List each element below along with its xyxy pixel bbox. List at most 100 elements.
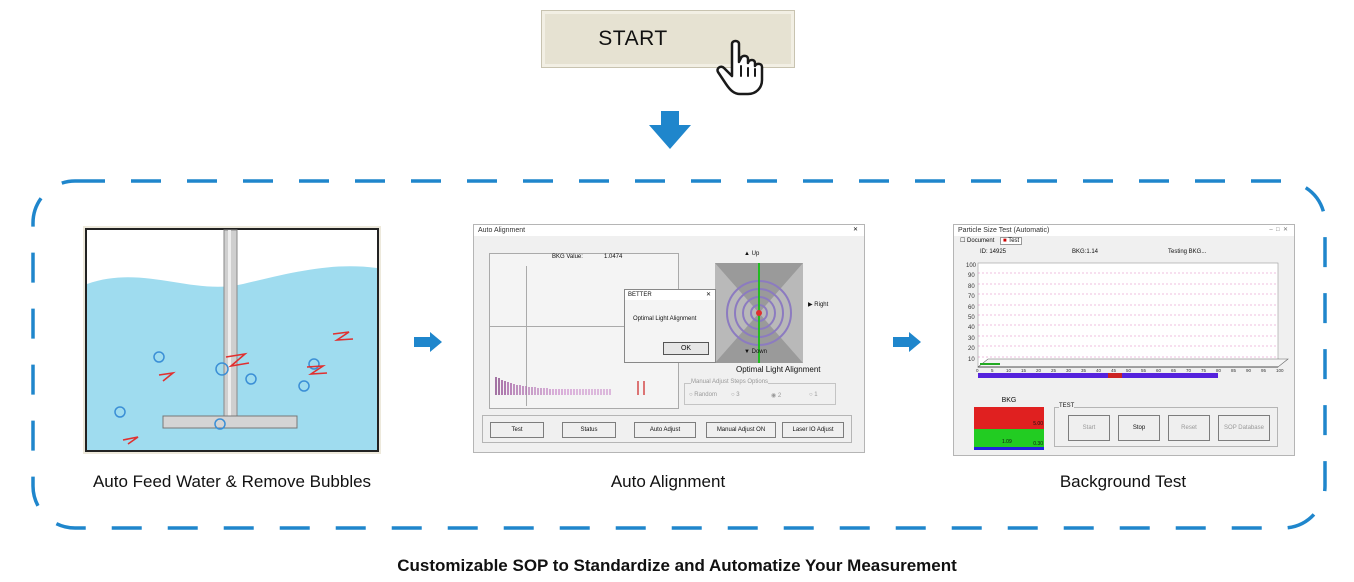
x-tick: 100 — [1276, 368, 1284, 373]
bkg-lower: 0.30 — [1033, 441, 1043, 447]
start-test-label: Start — [1082, 425, 1096, 431]
start-button[interactable]: START — [541, 10, 795, 68]
auto-adjust-button[interactable]: Auto Adjust — [634, 422, 696, 438]
y-tick: 20 — [968, 346, 975, 352]
option-1-label: 1 — [814, 392, 818, 398]
x-tick: 10 — [1006, 368, 1012, 373]
x-tick: 95 — [1261, 368, 1267, 373]
spectrum-bars — [495, 377, 645, 395]
id-readout: ID: 14925 — [980, 249, 1007, 255]
test-button[interactable]: Test — [490, 422, 544, 438]
window-title: Particle Size Test (Automatic) — [954, 225, 1294, 236]
y-tick: 60 — [968, 305, 975, 311]
right-button[interactable]: ▶ Right — [808, 302, 829, 308]
x-tick: 20 — [1036, 368, 1042, 373]
down-label: Down — [751, 349, 767, 355]
x-tick: 50 — [1126, 368, 1132, 373]
y-tick: 80 — [968, 284, 975, 290]
sop-database-label: SOP Database — [1224, 425, 1264, 431]
x-tick: 70 — [1186, 368, 1192, 373]
start-test-button[interactable]: Start — [1068, 415, 1110, 441]
better-dialog: BETTER ✕ Optimal Light Alignment OK — [624, 289, 716, 363]
test-button-label: Test — [511, 427, 523, 433]
option-2[interactable]: ◉ 2 — [771, 393, 782, 399]
manual-adjust-group: Manual Adjust Steps Options ○ Random ○ 3… — [684, 379, 836, 405]
tab-test-label: Test — [1008, 238, 1020, 244]
start-button-label: START — [598, 27, 668, 50]
x-tick: 0 — [976, 368, 979, 373]
laser-io-adjust-label: Laser IO Adjust — [792, 427, 834, 433]
manual-group-label: Manual Adjust Steps Options — [691, 379, 769, 385]
manual-adjust-on-button[interactable]: Manual Adjust ON — [706, 422, 776, 438]
step-caption-water: Auto Feed Water & Remove Bubbles — [92, 472, 372, 491]
tab-document-label: Document — [967, 238, 995, 244]
laser-io-adjust-button[interactable]: Laser IO Adjust — [782, 422, 844, 438]
x-tick: 55 — [1141, 368, 1147, 373]
alignment-button-bar — [482, 415, 852, 443]
option-2-label: 2 — [777, 393, 782, 399]
arrow-right-icon — [893, 332, 921, 352]
status-text: Testing BKG... — [1168, 249, 1207, 255]
y-tick: 10 — [968, 357, 975, 363]
right-label: Right — [814, 302, 829, 308]
stop-button[interactable]: Stop — [1118, 415, 1160, 441]
status-button[interactable]: Status — [562, 422, 616, 438]
dialog-message: Optimal Light Alignment — [633, 316, 697, 322]
up-button[interactable]: ▲ Up — [744, 251, 760, 257]
alignment-caption: Optimal Light Alignment — [736, 365, 821, 374]
x-tick: 75 — [1201, 368, 1207, 373]
y-tick: 30 — [968, 336, 975, 342]
option-random-label: Random — [694, 392, 717, 398]
test-group-label: TEST — [1059, 403, 1075, 409]
close-icon[interactable]: ✕ — [852, 227, 858, 233]
option-random[interactable]: ○ Random — [689, 392, 717, 398]
window-title: Auto Alignment — [474, 225, 864, 236]
dialog-title: BETTER — [625, 290, 715, 300]
dialog-ok-button[interactable]: OK — [663, 342, 709, 355]
sop-database-button[interactable]: SOP Database — [1218, 415, 1270, 441]
tab-document[interactable]: ☐ Document — [960, 238, 995, 244]
x-tick: 90 — [1246, 368, 1252, 373]
up-label: Up — [751, 251, 760, 257]
auto-adjust-label: Auto Adjust — [649, 427, 681, 433]
x-tick: 40 — [1096, 368, 1102, 373]
reset-button[interactable]: Reset — [1168, 415, 1210, 441]
x-tick: 30 — [1066, 368, 1072, 373]
arrow-right-icon — [414, 332, 442, 352]
arrow-down-icon — [649, 111, 691, 149]
x-tick: 25 — [1051, 368, 1057, 373]
status-button-label: Status — [580, 427, 598, 433]
bkg-label: BKG Value: — [552, 254, 583, 260]
bkg-value: 1.0474 — [604, 254, 623, 260]
x-tick: 60 — [1156, 368, 1162, 373]
bkg-gauge: BKG 5.00 1.09 0.30 — [974, 397, 1044, 451]
alignment-target — [715, 263, 803, 363]
step-caption-alignment: Auto Alignment — [610, 472, 726, 491]
window-controls[interactable]: – □ ✕ — [1269, 227, 1288, 233]
step-caption-background: Background Test — [1059, 472, 1187, 491]
bkg-gauge-label: BKG — [1001, 397, 1017, 404]
down-button[interactable]: ▼ Down — [744, 349, 767, 355]
y-tick: 90 — [968, 273, 975, 279]
footer-tagline: Customizable SOP to Standardize and Auto… — [397, 556, 957, 575]
option-3[interactable]: ○ 3 — [731, 392, 740, 398]
bkg-readout: BKG:1.14 — [1072, 249, 1099, 255]
option-1[interactable]: ○ 1 — [809, 392, 818, 398]
x-tick: 5 — [991, 368, 994, 373]
y-tick: 40 — [968, 325, 975, 331]
test-group: TEST — [1054, 403, 1278, 447]
x-tick: 85 — [1231, 368, 1237, 373]
x-tick: 35 — [1081, 368, 1087, 373]
dialog-close-icon[interactable]: ✕ — [705, 292, 711, 298]
stop-label: Stop — [1132, 425, 1146, 431]
water-tank-illustration — [83, 226, 381, 454]
particle-size-window: Particle Size Test (Automatic) – □ ✕ ☐ D… — [953, 224, 1295, 456]
tab-test[interactable]: ■ Test — [1000, 237, 1023, 245]
reset-label: Reset — [1181, 425, 1197, 431]
auto-alignment-window: Auto Alignment ✕ BKG Value: 1.0474 — [473, 224, 865, 453]
dialog-ok-label: OK — [680, 345, 692, 352]
x-tick: 45 — [1111, 368, 1117, 373]
y-tick: 100 — [966, 263, 977, 269]
